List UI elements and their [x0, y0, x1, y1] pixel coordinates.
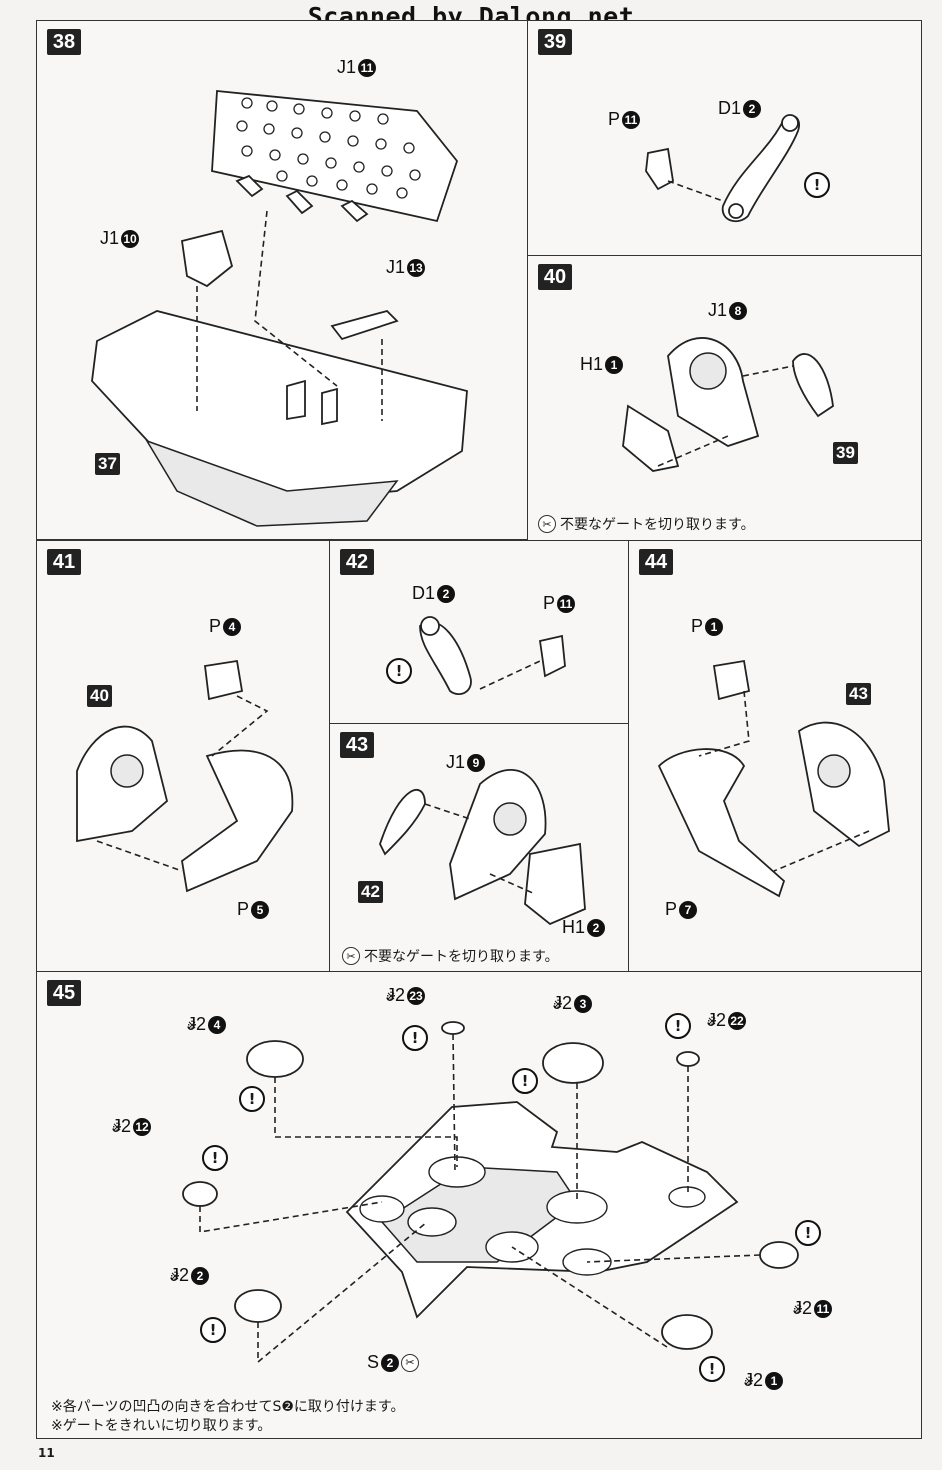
label-d1-2: D1 2 — [718, 98, 762, 119]
step-reference-42: 42 — [358, 881, 383, 903]
label-p-11: P 11 — [543, 593, 576, 614]
step-number: 41 — [47, 549, 81, 575]
part-number-badge: 4 — [223, 617, 242, 636]
label-j1-13: J1 13 — [386, 257, 426, 278]
label-p-7: P 7 — [665, 899, 698, 920]
part-number-badge: 3 — [574, 994, 593, 1013]
part-number-badge: 5 — [251, 900, 270, 919]
label-j1-9: J1 9 — [446, 752, 486, 773]
warning-icon: ! — [386, 658, 412, 684]
nipper-icon: ✂ — [401, 1353, 420, 1372]
label-j2-23: J2 23 ※ — [386, 985, 426, 1006]
step-number: 45 — [47, 980, 81, 1006]
step-number: 43 — [340, 732, 374, 758]
part-number-badge: 1 — [605, 355, 624, 374]
part-number-badge: 11 — [814, 1299, 833, 1318]
label-p-1: P 1 — [691, 616, 724, 637]
step-number: 39 — [538, 29, 572, 55]
part-number-badge: 11 — [358, 58, 377, 77]
step-42-diagram — [419, 616, 566, 696]
step-38-panel: 38 J1 11 J1 10 J1 13 3 — [36, 20, 529, 540]
step-39-panel: 39 P 11 D1 2 ! — [527, 20, 922, 257]
step-41-diagram — [76, 659, 294, 893]
label-j2-1: J2 1 ※ — [744, 1370, 784, 1391]
part-number-badge: 10 — [121, 229, 140, 248]
part-number-badge: 4 — [208, 1015, 227, 1034]
part-number-badge: 2 — [587, 918, 606, 937]
nipper-icon: ✂ — [538, 515, 556, 533]
warning-icon: ! — [239, 1086, 265, 1112]
step-40-panel: 40 H1 1 J1 8 39 ✂ 不要なゲートを切り取ります。 — [527, 255, 922, 542]
step-39-diagram — [645, 114, 800, 223]
label-j2-2: J2 2 ※ — [170, 1265, 210, 1286]
label-h1-2: H1 2 — [562, 917, 606, 938]
label-j2-12: J2 12 ※ — [112, 1116, 152, 1137]
step-45-panel: 45 — [36, 971, 922, 1439]
step-41-panel: 41 P 4 P 5 40 — [36, 540, 331, 973]
part-number-badge: 1 — [765, 1371, 784, 1390]
label-j2-3: J2 3 ※ — [553, 993, 593, 1014]
nipper-icon: ✂ — [342, 947, 360, 965]
part-number-badge: 1 — [705, 617, 724, 636]
gate-cut-note: ✂ 不要なゲートを切り取ります。 — [538, 514, 755, 534]
label-s-2: S 2 ✂ — [367, 1352, 420, 1373]
step-45-diagram — [182, 1021, 799, 1364]
label-h1-1: H1 1 — [580, 354, 624, 375]
warning-icon: ! — [402, 1025, 428, 1051]
label-p-5: P 5 — [237, 899, 270, 920]
step-reference-43: 43 — [846, 683, 871, 705]
step-38-diagram — [91, 90, 468, 527]
label-j1-11: J1 11 — [337, 57, 377, 78]
label-j2-22: J2 22 ※ — [707, 1010, 747, 1031]
label-j1-10: J1 10 — [100, 228, 140, 249]
part-number-badge: 2 — [191, 1266, 210, 1285]
label-p-11: P 11 — [608, 109, 641, 130]
step-44-panel: 44 P 1 P 7 43 — [628, 540, 922, 973]
part-number-badge: 2 — [381, 1353, 400, 1372]
label-j2-11: J2 11 ※ — [793, 1298, 833, 1319]
footnote-gate: ※ゲートをきれいに切り取ります。 — [51, 1418, 272, 1434]
gate-cut-note: ✂ 不要なゲートを切り取ります。 — [342, 946, 559, 966]
step-reference-40: 40 — [87, 685, 112, 707]
page-number: 11 — [38, 1446, 55, 1460]
part-number-badge: 2 — [437, 584, 456, 603]
part-number-badge: 23 — [407, 986, 426, 1005]
part-number-badge: 11 — [557, 594, 576, 613]
warning-icon: ! — [665, 1013, 691, 1039]
label-j1-8: J1 8 — [708, 300, 748, 321]
footnote-orientation: ※各パーツの凹凸の向きを合わせてS❷に取り付けます。 — [51, 1399, 405, 1415]
step-44-diagram — [657, 659, 890, 898]
part-number-badge: 8 — [729, 301, 748, 320]
step-number: 40 — [538, 264, 572, 290]
part-number-badge: 2 — [743, 99, 762, 118]
step-42-panel: 42 D1 2 P 11 ! — [329, 540, 630, 725]
part-number-badge: 9 — [467, 753, 486, 772]
part-number-badge: 7 — [679, 900, 698, 919]
step-reference-37: 37 — [95, 453, 120, 475]
step-40-diagram — [622, 337, 834, 472]
warning-icon: ! — [200, 1317, 226, 1343]
part-number-badge: 11 — [622, 110, 641, 129]
label-d1-2: D1 2 — [412, 583, 456, 604]
warning-icon: ! — [202, 1145, 228, 1171]
part-number-badge: 13 — [407, 258, 426, 277]
warning-icon: ! — [795, 1220, 821, 1246]
label-j2-4: J2 4 ※ — [187, 1014, 227, 1035]
step-43-diagram — [379, 769, 586, 926]
warning-icon: ! — [804, 172, 830, 198]
part-number-badge: 22 — [728, 1011, 747, 1030]
warning-icon: ! — [699, 1356, 725, 1382]
step-number: 44 — [639, 549, 673, 575]
step-number: 42 — [340, 549, 374, 575]
step-reference-39: 39 — [833, 442, 858, 464]
warning-icon: ! — [512, 1068, 538, 1094]
step-43-panel: 43 J1 9 H1 2 42 ✂ 不要なゲートを切り取ります。 — [329, 723, 630, 973]
step-number: 38 — [47, 29, 81, 55]
label-p-4: P 4 — [209, 616, 242, 637]
part-number-badge: 12 — [133, 1117, 152, 1136]
